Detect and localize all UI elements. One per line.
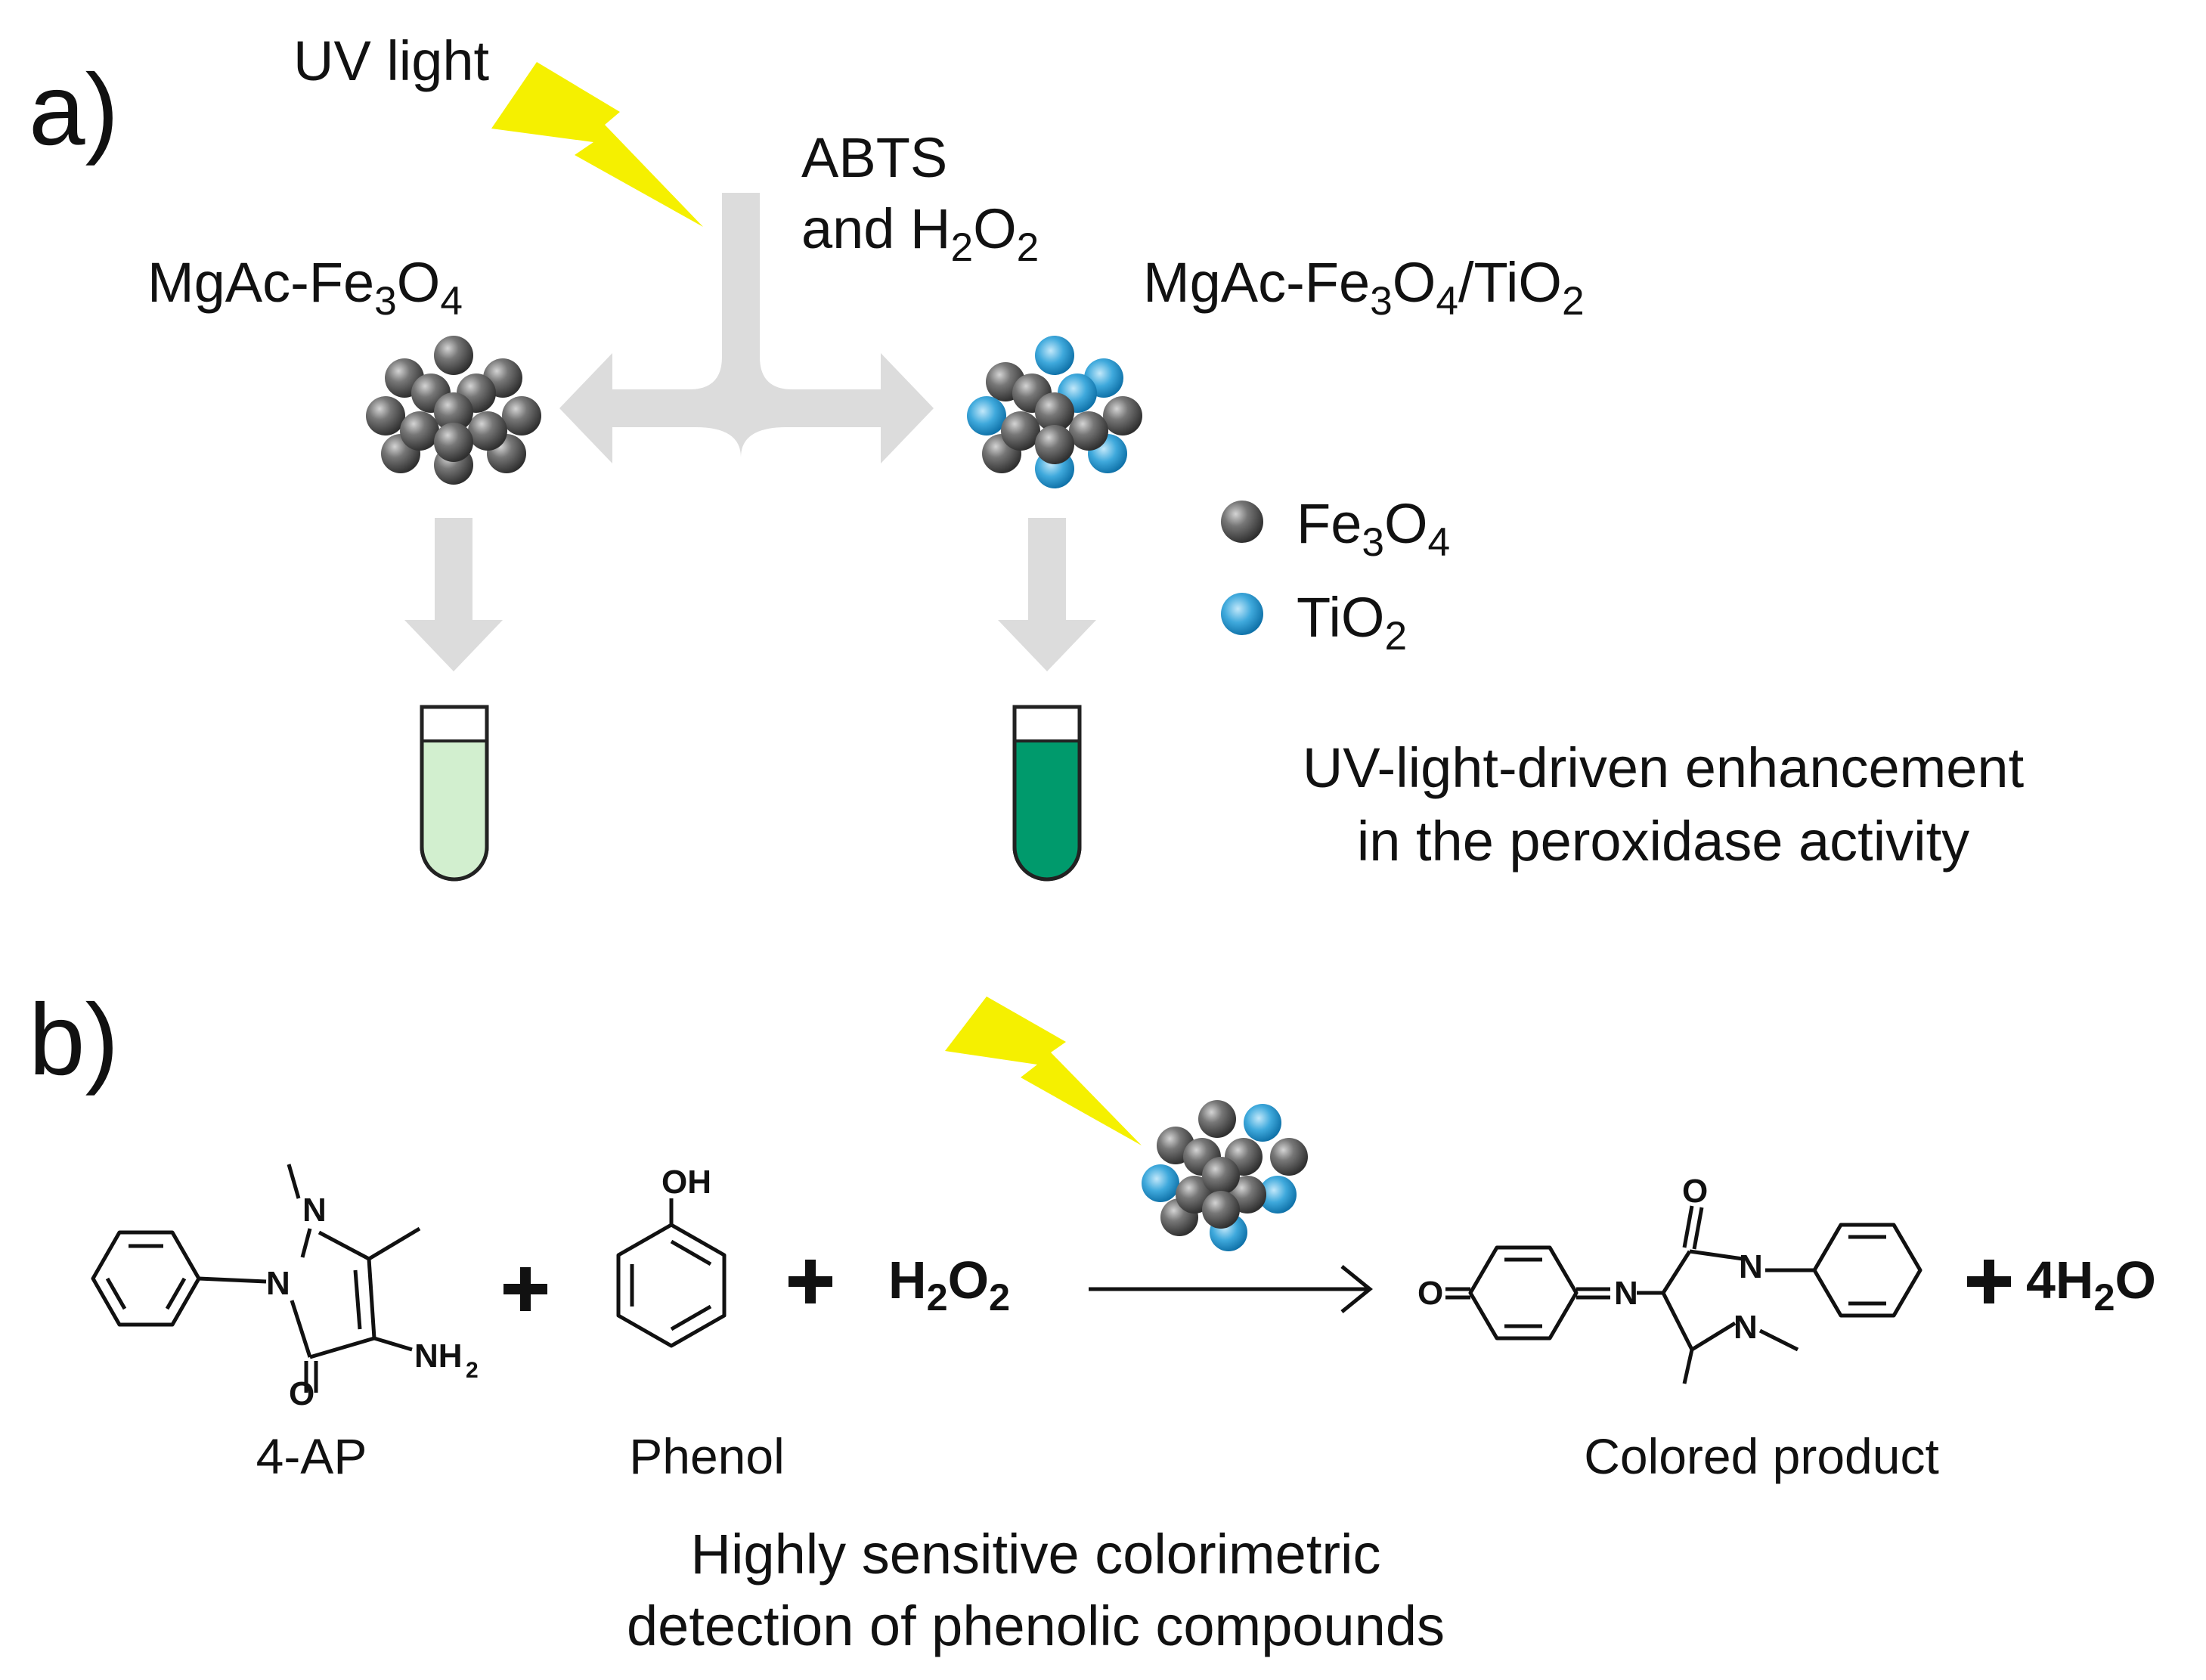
- left-down-arrow: [404, 518, 503, 671]
- atom-oh: OH: [661, 1164, 711, 1201]
- left-catalyst-label: MgAc-Fe3O4: [147, 251, 463, 324]
- reaction-arrow: [1089, 1265, 1373, 1313]
- legend-fe3o4-sphere: [1221, 501, 1263, 543]
- panel-b-letter: b): [29, 984, 119, 1096]
- plus-icon-1: [503, 1267, 547, 1311]
- atom-o-4ap: O: [289, 1375, 314, 1412]
- atom-o-carbonyl: O: [1682, 1173, 1708, 1210]
- uv-light-label: UV light: [293, 29, 490, 92]
- right-down-arrow: [998, 518, 1096, 671]
- atom-n-imine: N: [1614, 1275, 1638, 1312]
- right-catalyst-label: MgAc-Fe3O4/TiO2: [1143, 251, 1585, 324]
- reagent-label-line2: and H2O2: [801, 197, 1039, 271]
- atom-n4: N: [1734, 1309, 1758, 1346]
- catalyst-cluster-b: [1142, 1100, 1308, 1251]
- atom-nh2-sub: 2: [466, 1358, 479, 1383]
- legend-tio2-label: TiO2: [1297, 586, 1408, 659]
- fe3o4-tio2-cluster: [967, 336, 1142, 488]
- fe3o4-cluster: [366, 336, 541, 485]
- atom-n3: N: [1739, 1248, 1763, 1285]
- atom-nh2: NH: [414, 1337, 463, 1375]
- label-phenol: Phenol: [629, 1428, 785, 1484]
- atom-n1: N: [266, 1265, 290, 1302]
- panel-b-caption-line1: Highly sensitive colorimetric: [690, 1523, 1381, 1585]
- legend-fe3o4-label: Fe3O4: [1297, 492, 1451, 566]
- split-arrow: [559, 193, 934, 463]
- plus-icon-2: [789, 1260, 832, 1303]
- h2o2-reactant: H2O2: [888, 1251, 1011, 1319]
- structure-product: [1445, 1205, 1923, 1384]
- panel-a-caption-line2: in the peroxidase activity: [1356, 810, 1970, 873]
- water-product: 4H2O: [2026, 1251, 2156, 1319]
- reagent-label-line1: ABTS: [801, 126, 948, 189]
- tube-light-green: [420, 705, 489, 882]
- structure-4ap: [91, 1164, 421, 1393]
- panel-a-caption-line1: UV-light-driven enhancement: [1302, 736, 2025, 799]
- split-arrow-body: [559, 193, 934, 463]
- label-4ap: 4-AP: [256, 1428, 367, 1484]
- label-colored-product: Colored product: [1584, 1428, 1939, 1484]
- legend-tio2-sphere: [1221, 593, 1263, 635]
- atom-o-product: O: [1417, 1275, 1443, 1312]
- plus-icons: [503, 1260, 2011, 1311]
- tube-dark-green: [1012, 705, 1082, 882]
- uv-bolt-b-icon: [945, 997, 1142, 1145]
- atom-n2: N: [302, 1192, 327, 1229]
- plus-icon-3: [1967, 1260, 2011, 1303]
- structure-phenol: [616, 1198, 727, 1348]
- uv-bolt-icon: [491, 62, 703, 227]
- panel-a-letter: a): [29, 54, 119, 166]
- panel-b-caption-line2: detection of phenolic compounds: [627, 1595, 1445, 1657]
